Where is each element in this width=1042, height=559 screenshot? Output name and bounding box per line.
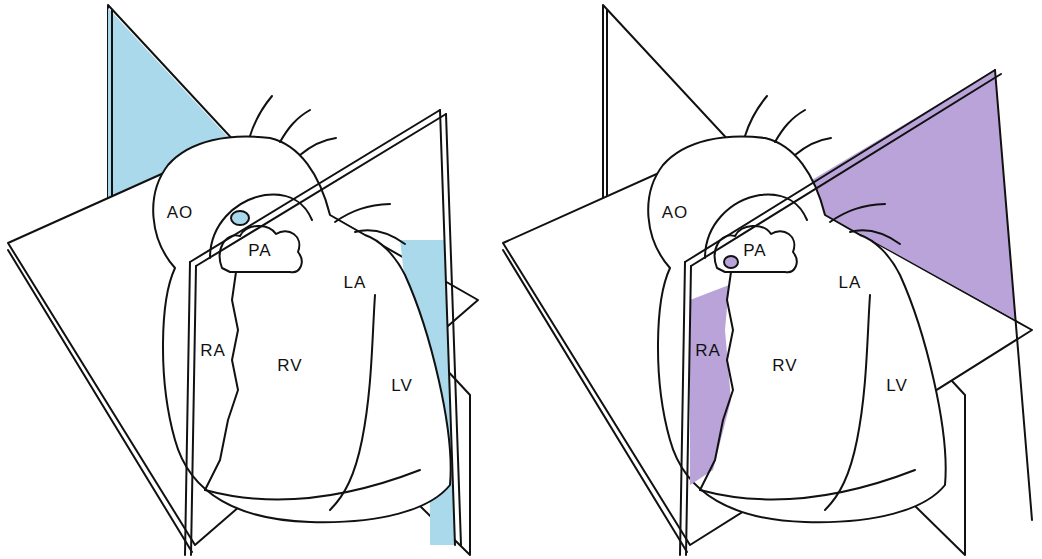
plane-edge — [686, 266, 691, 555]
atrial-border — [205, 272, 238, 490]
atrial-border — [700, 272, 733, 490]
part-label: LV — [886, 377, 908, 394]
part-label: RA — [695, 342, 721, 359]
great-vessels — [250, 96, 336, 155]
plane-edge — [995, 70, 1032, 520]
pulmonary-veins — [830, 204, 900, 244]
plane-edge — [191, 266, 196, 555]
part-label: LV — [391, 377, 413, 394]
part-label: RV — [772, 357, 797, 374]
heart-outline — [648, 136, 945, 522]
right-panel — [503, 5, 1032, 555]
septum-line — [330, 295, 375, 510]
plane-edge — [606, 10, 608, 196]
plane-edge — [190, 110, 440, 262]
plane-edge — [196, 114, 446, 266]
plane-edge — [685, 70, 995, 262]
part-label: RA — [200, 342, 226, 359]
ventricle-line — [205, 470, 420, 500]
blue-section — [231, 211, 249, 225]
purple-section — [690, 285, 731, 485]
pulmonary-veins — [335, 204, 405, 244]
part-label: LA — [839, 274, 862, 291]
part-label: PA — [743, 242, 766, 259]
plane-edge — [680, 262, 685, 555]
plane-edge — [503, 250, 687, 552]
pulmonary-artery — [220, 226, 302, 272]
part-label: AO — [662, 204, 689, 221]
part-label: RV — [277, 357, 302, 374]
purple-section — [724, 256, 738, 268]
plane-edge — [446, 114, 461, 545]
pulmonary-artery — [715, 226, 797, 272]
plane-edge — [8, 250, 192, 552]
part-label: AO — [167, 204, 194, 221]
septum-line — [825, 295, 870, 510]
part-label: LA — [344, 274, 367, 291]
great-vessels — [745, 96, 831, 155]
left-panel — [8, 5, 478, 555]
ventricle-line — [700, 470, 915, 500]
plane-edge — [185, 262, 190, 555]
part-label: PA — [248, 242, 271, 259]
plane-edge — [691, 74, 1001, 266]
plane-edge — [111, 10, 113, 196]
